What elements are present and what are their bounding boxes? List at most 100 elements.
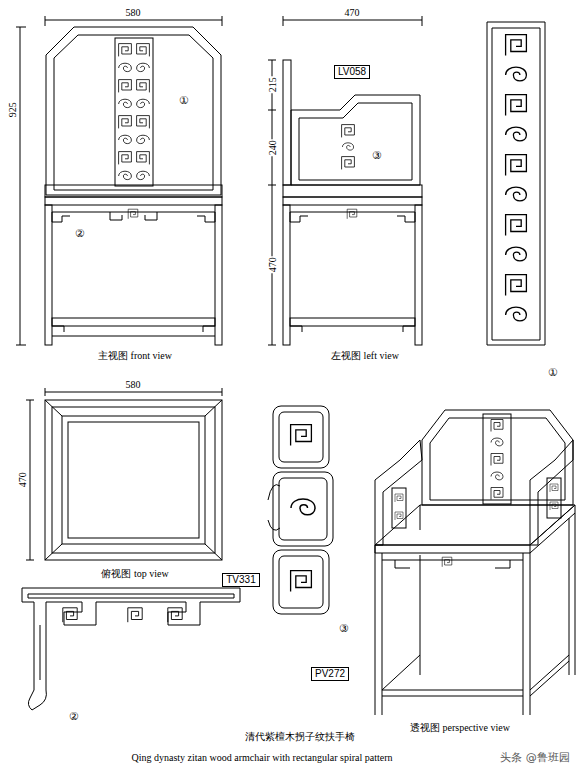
- drawing-stroke: [547, 478, 561, 518]
- drawing-stroke: [283, 20, 422, 21]
- drawing-stroke: [52, 326, 215, 332]
- left-view: [268, 16, 422, 345]
- drawing-stroke: [137, 171, 150, 179]
- dimension: 470: [344, 7, 361, 19]
- drawing-stroke: [22, 588, 240, 710]
- detail-three-panels: [268, 406, 333, 614]
- callout-number: ①: [547, 366, 559, 379]
- drawing-stroke: [268, 60, 276, 61]
- drawing-stroke: [290, 326, 415, 332]
- drawing-stroke: [422, 16, 423, 26]
- drawing-stroke: [375, 505, 575, 553]
- callout-number: ③: [371, 149, 383, 162]
- drawing-stroke: [506, 127, 527, 141]
- drawing-stroke: [45, 392, 222, 393]
- drawing-stroke: [342, 157, 355, 170]
- front-view: [16, 16, 222, 345]
- drawing-stroke: [45, 16, 46, 26]
- view-code: PV272: [311, 667, 349, 681]
- drawing-stroke: [290, 318, 415, 326]
- dimension: 470: [266, 257, 278, 274]
- drawing-stroke: [46, 27, 221, 195]
- drawing-stroke: [491, 454, 503, 466]
- drawing-stroke: [395, 494, 403, 502]
- drawing-stroke: [119, 116, 132, 129]
- drawing-stroke: [119, 63, 132, 71]
- view-code: LV058: [334, 65, 370, 79]
- detail-two-spandrel: [22, 588, 240, 710]
- drawing-stroke: [268, 485, 280, 531]
- splat-fret: [119, 44, 150, 180]
- callout-number: ①: [178, 94, 190, 107]
- drawing-stroke: [16, 27, 26, 28]
- drawing-stroke: [119, 80, 132, 93]
- drawing-stroke: [506, 187, 527, 201]
- drawing-stroke: [54, 35, 213, 190]
- drawing-stroke: [283, 185, 422, 197]
- drawing-stroke: [20, 27, 21, 345]
- drawing-stroke: [382, 553, 383, 715]
- drawing-stroke: [52, 407, 215, 553]
- drawing-stroke: [491, 472, 503, 480]
- drawing-stroke: [506, 247, 527, 261]
- dimension: 215: [266, 77, 278, 94]
- callout-number: ②: [68, 710, 80, 723]
- drawing-stroke: [569, 518, 570, 675]
- drawing-stroke: [283, 60, 291, 185]
- caption: 清代紫檀木拐子纹扶手椅: [244, 731, 356, 743]
- drawing-stroke: [52, 318, 215, 326]
- drawing-stroke: [268, 110, 276, 111]
- drawing-stroke: [222, 388, 223, 396]
- drawing-stroke: [530, 655, 569, 690]
- drawing-stroke: [119, 99, 132, 107]
- drawing-stroke: [491, 420, 503, 432]
- drawing-stroke: [30, 400, 31, 560]
- drawing-stroke: [492, 28, 540, 340]
- drawing-stroke: [506, 215, 527, 236]
- drawing-stroke: [137, 80, 150, 93]
- drawing-stroke: [375, 440, 422, 545]
- drawing-stroke: [168, 608, 182, 622]
- watermark: 头条 @鲁班园: [499, 752, 571, 765]
- drawing-stroke: [347, 209, 357, 219]
- drawing-stroke: [45, 197, 222, 205]
- drawing-stroke: [487, 22, 545, 345]
- drawing-stroke: [550, 502, 558, 510]
- drawing-stroke: [272, 60, 273, 345]
- drawing-stroke: [506, 155, 527, 176]
- drawing-stroke: [342, 143, 353, 150]
- drawing-stroke: [45, 544, 62, 560]
- drawing-stroke: [483, 414, 511, 504]
- drawing-stroke: [382, 690, 523, 691]
- drawing-stroke: [491, 420, 503, 500]
- drawing-stroke: [530, 440, 573, 545]
- drawing-stroke: [506, 67, 527, 81]
- drawing-stroke: [45, 205, 52, 345]
- drawing-stroke: [420, 505, 421, 530]
- drawing-stroke: [137, 135, 150, 143]
- drawing-stroke: [382, 560, 523, 568]
- drawing-stroke: [530, 661, 569, 696]
- dimension: 925: [6, 102, 18, 119]
- drawing-stroke: [506, 95, 527, 116]
- drawing-stroke: [137, 99, 150, 107]
- drawing-stroke: [63, 608, 77, 622]
- drawing-stroke: [491, 438, 503, 446]
- drawing-stroke: [279, 412, 323, 462]
- drawing-stroke: [279, 478, 327, 540]
- drawing-stroke: [45, 400, 62, 416]
- drawing-stroke: [28, 594, 234, 598]
- dimension: 580: [125, 379, 142, 391]
- drawing-stroke: [506, 35, 527, 321]
- drawing-stroke: [273, 472, 333, 546]
- drawing-stroke: [382, 655, 420, 690]
- drawing-stroke: [137, 116, 150, 129]
- drawing-stroke: [45, 20, 222, 21]
- drawing-stroke: [119, 152, 132, 165]
- drawing-stroke: [283, 205, 290, 345]
- drawing-stroke: [26, 400, 34, 401]
- drawing-stroke: [291, 425, 312, 446]
- dimension: 240: [266, 140, 278, 157]
